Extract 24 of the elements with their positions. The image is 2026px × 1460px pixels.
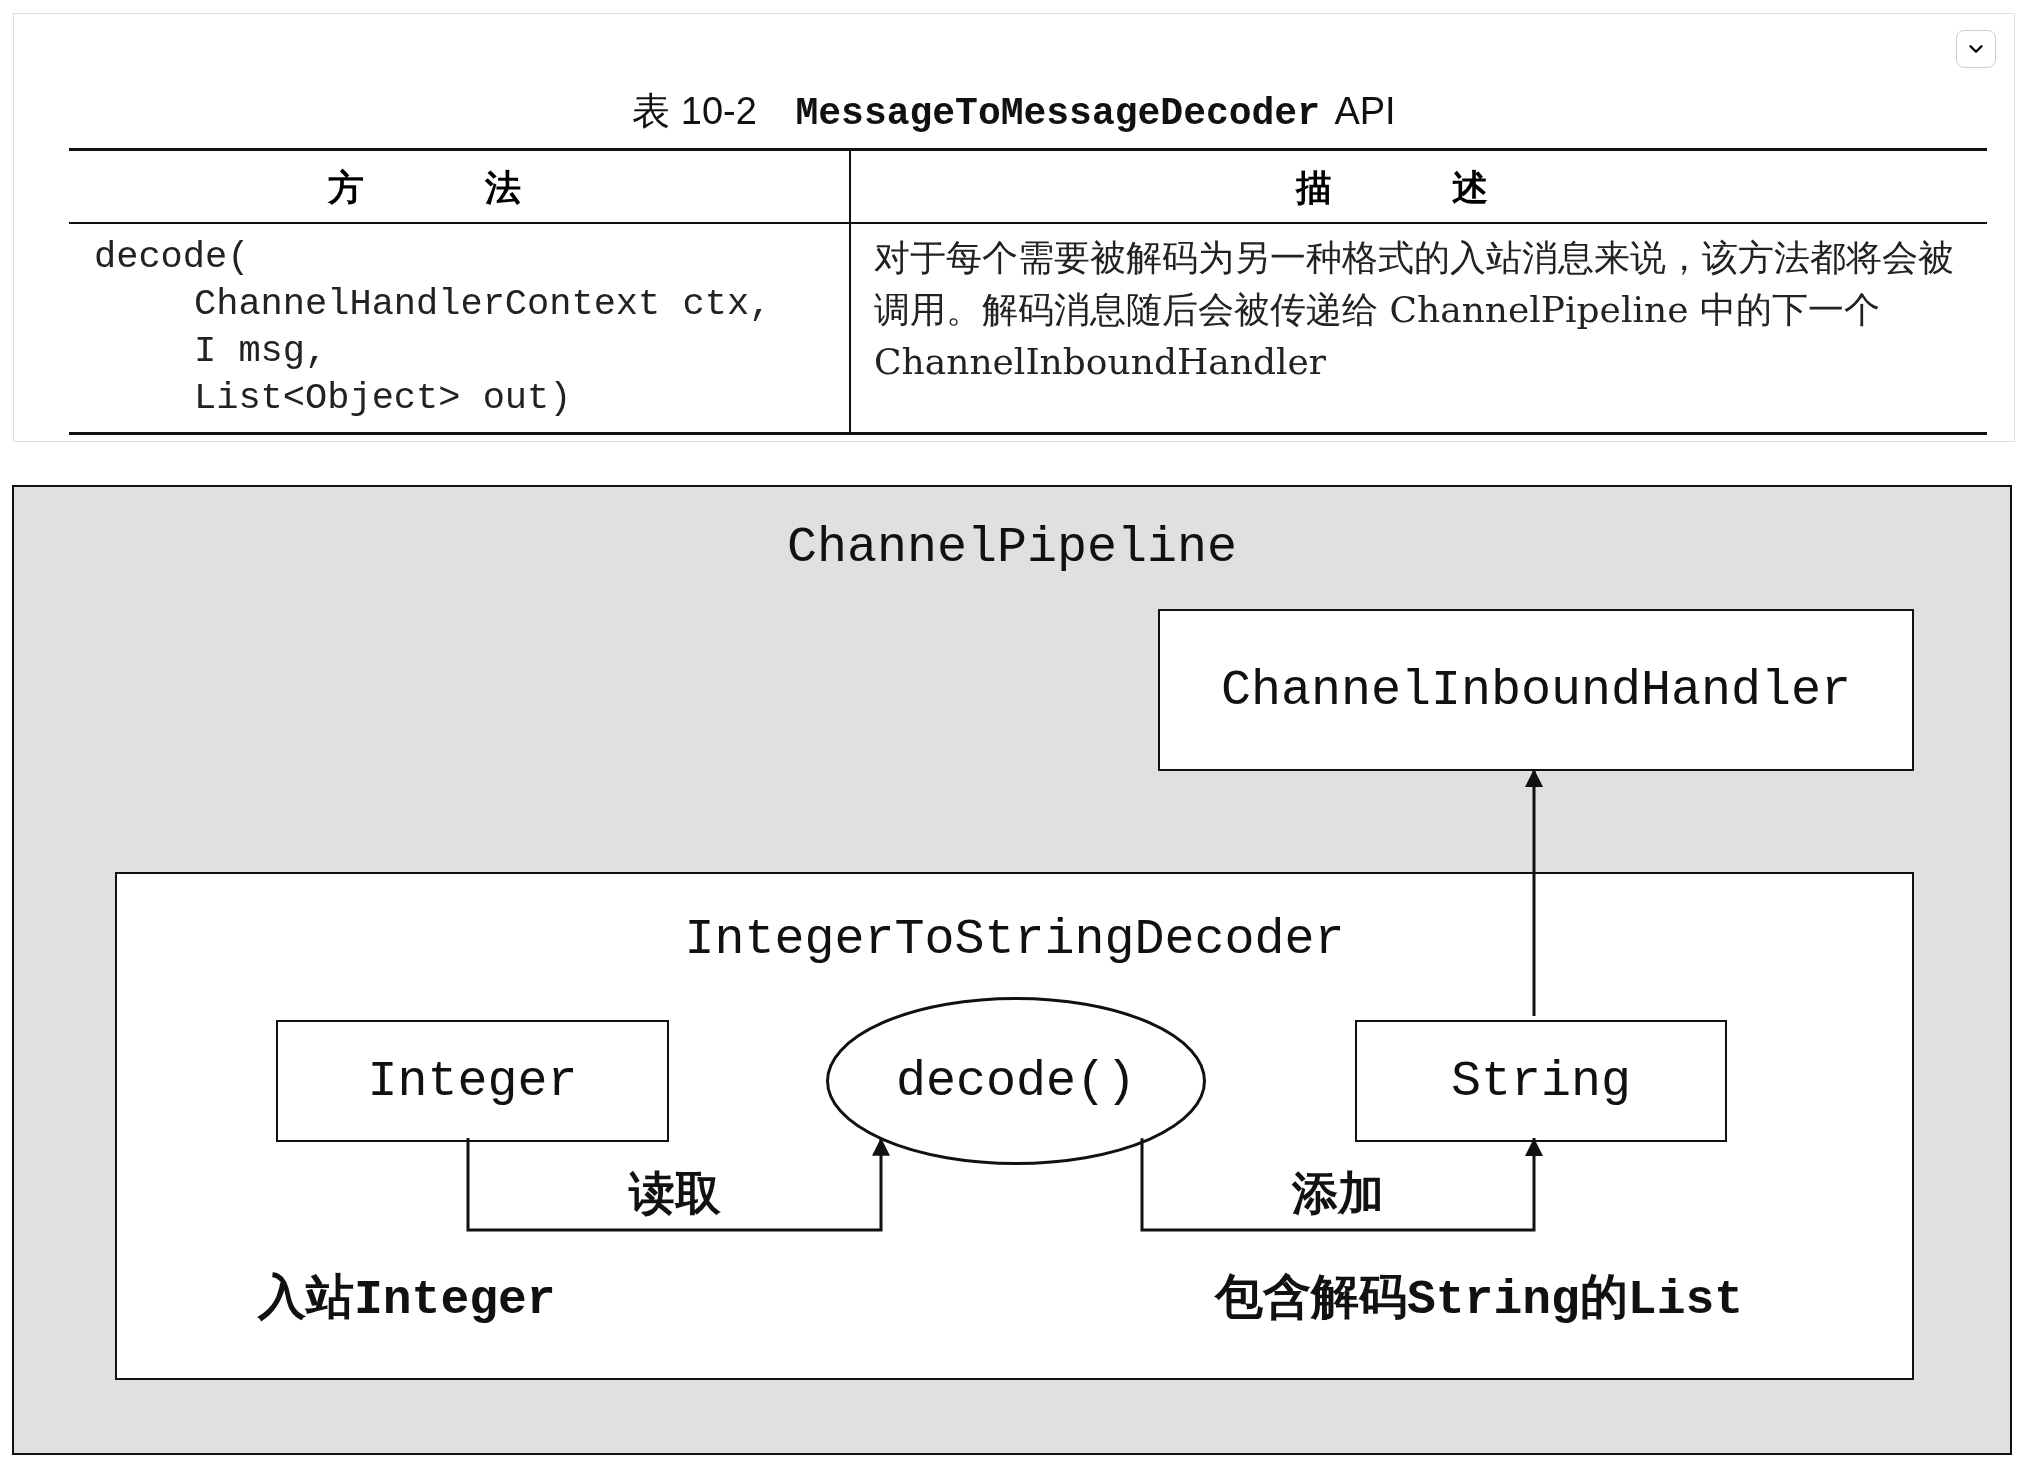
class-box	[276, 1020, 669, 1142]
arrow	[1140, 1138, 1543, 1232]
code-line: decode(	[94, 236, 250, 278]
code-line: List<Object> out)	[194, 377, 572, 419]
node-label: Integer	[366, 1052, 579, 1110]
table-title: 表 10-2 MessageToMessageDecoder API	[631, 89, 1397, 137]
code-line: ChannelHandlerContext ctx,	[194, 283, 772, 325]
container-box	[12, 485, 2012, 1455]
node-label: ChannelInboundHandler	[1219, 661, 1853, 719]
node-label: IntegerToStringDecoder	[683, 910, 1346, 968]
node-label: decode()	[894, 1052, 1137, 1110]
class-box	[1355, 1020, 1727, 1142]
node-label: ChannelPipeline	[785, 518, 1239, 576]
arrow	[466, 1137, 890, 1232]
code-line: I msg,	[194, 330, 328, 372]
container-box	[115, 872, 1914, 1380]
column-header: 描 述	[1294, 166, 1544, 210]
column-header: 方 法	[326, 166, 576, 210]
node-label: String	[1450, 1052, 1632, 1110]
input-label: 入站Integer	[258, 1271, 556, 1329]
arrow	[1525, 769, 1543, 1016]
class-box	[1158, 609, 1914, 771]
description-text: 对于每个需要被解码为另一种格式的入站消息来说，该方法都将会被调用。解码消息随后会被传递给 ChannelPipeline 中的下一个 ChannelInboundHandler	[874, 236, 1955, 384]
output-label: 包含解码String的List	[1215, 1271, 1744, 1329]
